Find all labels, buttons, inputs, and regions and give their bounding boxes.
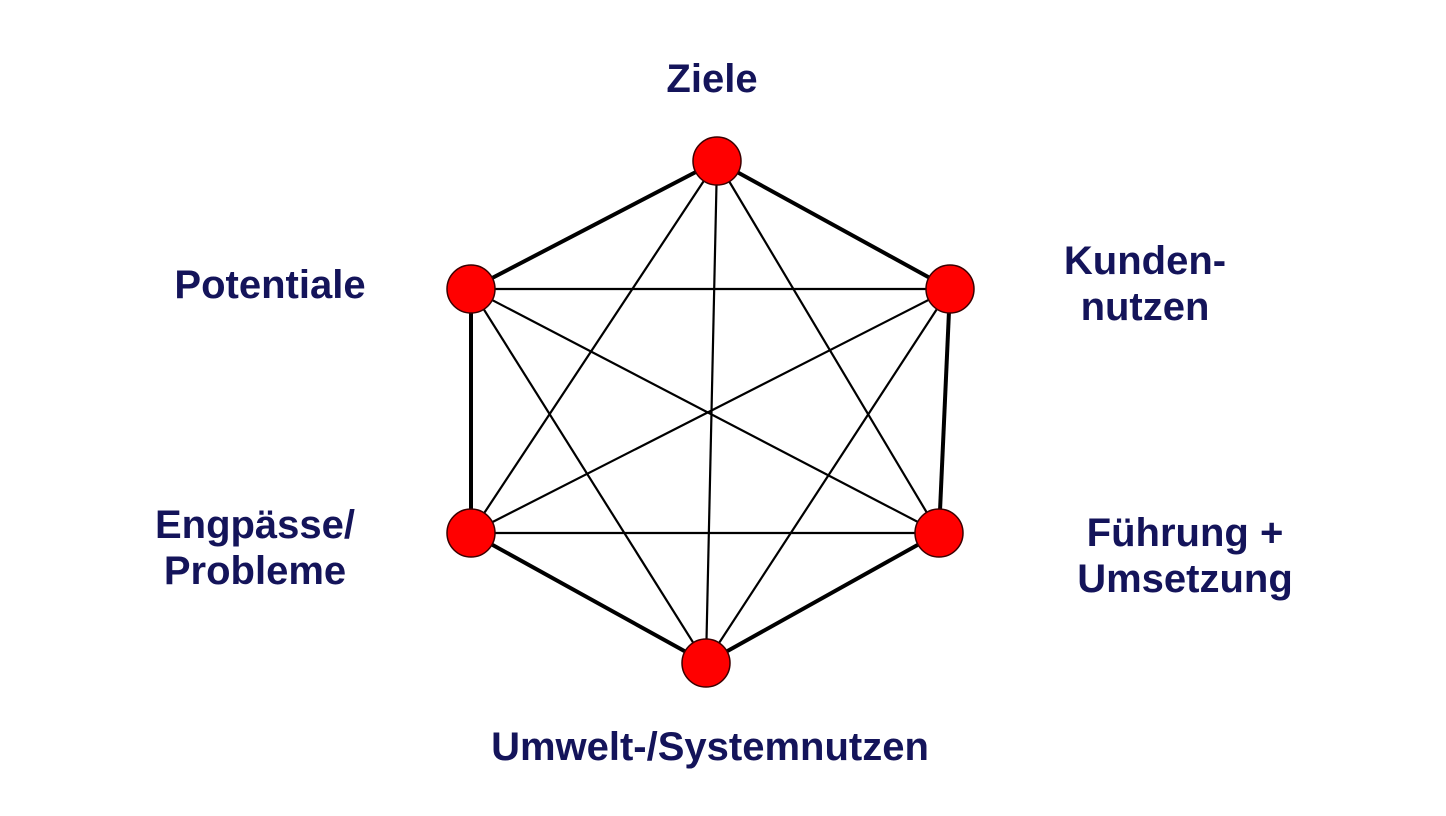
edge-kundennutzen-engpaesse <box>470 288 951 534</box>
node-label-engpaesse-line-1: Engpässe/ <box>154 503 356 547</box>
node-label-engpaesse: Engpässe/ Probleme <box>125 502 385 594</box>
edge-umwelt-potentiale <box>470 288 707 664</box>
node-potentiale <box>446 264 496 314</box>
node-engpaesse <box>446 508 496 558</box>
edges <box>469 159 952 665</box>
node-label-potentiale: Potentiale <box>150 262 390 308</box>
node-label-fuehrung-line-2: Umsetzung <box>1077 557 1293 601</box>
edge-umwelt-engpaesse <box>470 531 707 665</box>
node-label-fuehrung: Führung + Umsetzung <box>1050 510 1320 602</box>
edge-ziele-kundennutzen <box>716 159 951 291</box>
node-label-umwelt: Umwelt-/Systemnutzen <box>430 724 990 770</box>
node-label-potentiale-line-1: Potentiale <box>174 263 366 307</box>
edge-ziele-engpaesse <box>470 160 718 534</box>
node-umwelt <box>681 638 731 688</box>
node-label-kundennutzen-line-1: Kunden- <box>1063 239 1227 283</box>
node-label-kundennutzen: Kunden- nutzen <box>1040 238 1250 330</box>
edge-kundennutzen-fuehrung <box>937 288 952 534</box>
node-label-engpaesse-line-2: Probleme <box>163 549 347 593</box>
edge-ziele-fuehrung <box>716 160 940 534</box>
edge-ziele-umwelt <box>704 160 719 664</box>
edge-fuehrung-potentiale <box>470 288 940 534</box>
nodes <box>446 136 975 688</box>
edge-fuehrung-umwelt <box>705 531 940 665</box>
node-kundennutzen <box>925 264 975 314</box>
node-ziele <box>692 136 742 186</box>
node-label-ziele-line-1: Ziele <box>666 57 758 101</box>
node-label-umwelt-line-1: Umwelt-/Systemnutzen <box>491 725 929 769</box>
node-label-ziele: Ziele <box>612 56 812 102</box>
node-fuehrung <box>914 508 964 558</box>
node-label-kundennutzen-line-2: nutzen <box>1080 285 1210 329</box>
node-label-fuehrung-line-1: Führung + <box>1086 511 1284 555</box>
edge-ziele-potentiale <box>470 159 718 291</box>
